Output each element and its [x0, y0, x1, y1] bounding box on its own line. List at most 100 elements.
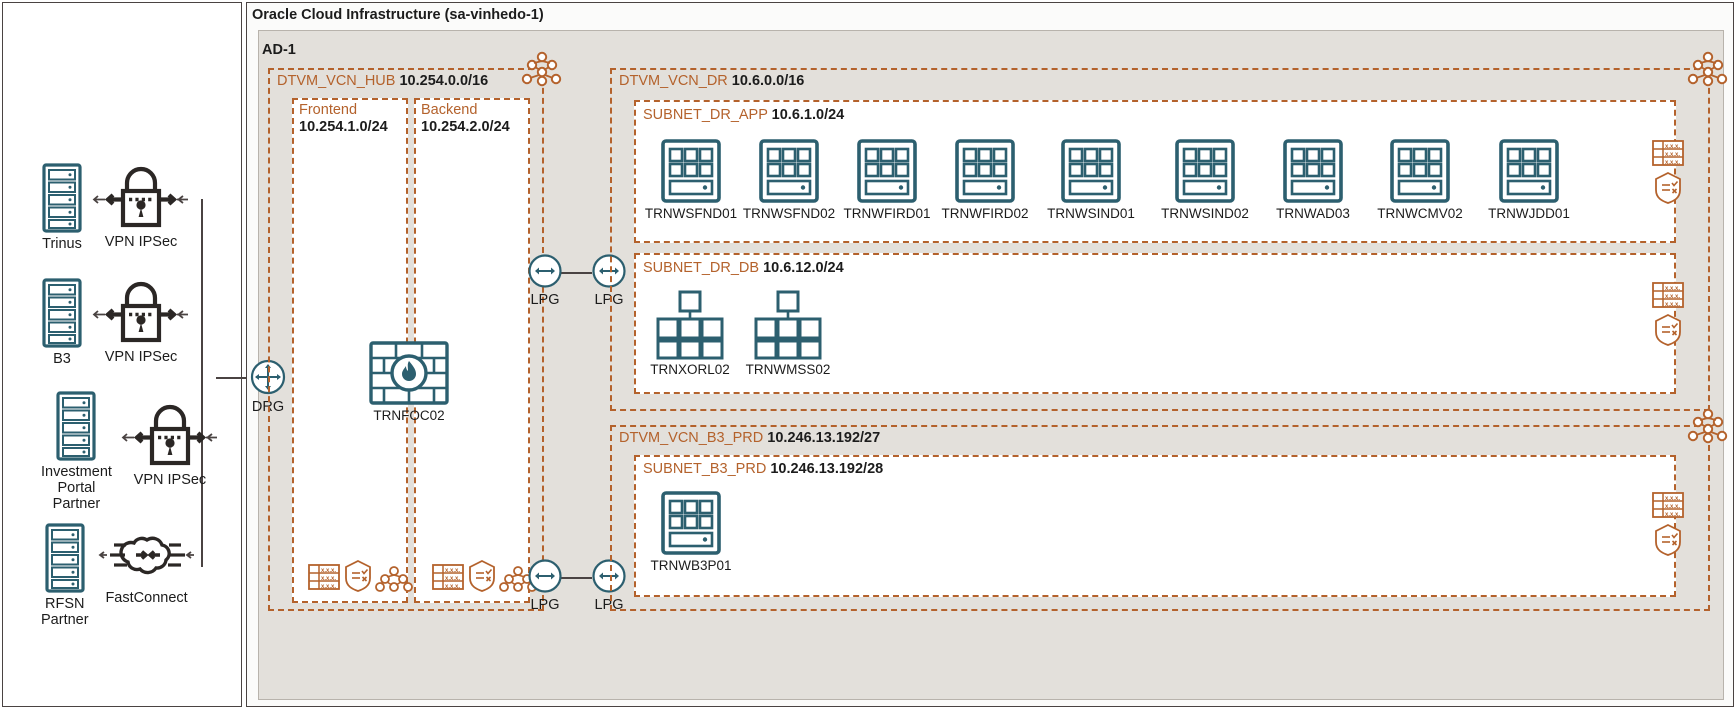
subnet-frontend-title: Frontend 10.254.1.0/24 [299, 102, 388, 137]
security-list-icon [1655, 523, 1681, 556]
partner-connection-trinus: VPN IPSec [92, 165, 189, 250]
db-instance: TRNWMSS02 [741, 288, 835, 377]
db-cluster-icon [656, 290, 724, 360]
route-table-icon: x.x.x. x.x.x. x.x.x. [1652, 492, 1684, 518]
lpg-icon [592, 254, 626, 288]
route-table-icon: x.x.x. x.x.x. x.x.x. [308, 564, 340, 590]
vm-instance-label: TRNWSFND01 [644, 206, 738, 221]
svg-text:x.x.x.: x.x.x. [1665, 302, 1680, 308]
lpg-icon [528, 254, 562, 288]
fastconnect-cloud-icon [98, 536, 194, 575]
vm-instance-icon [857, 139, 917, 203]
partner-connection-b3: VPN IPSec [92, 280, 189, 365]
lpg-node-hub-bottom: LPG [527, 558, 563, 613]
partner-row-investment-portal: Investment Portal Partner VPN IPSec [41, 391, 218, 513]
lpg-icon [528, 559, 562, 593]
vcn-b3-prd-box [610, 425, 1710, 611]
network-nodes-icon [499, 566, 537, 592]
network-nodes-icon [521, 51, 562, 87]
partner-row-rfsn: RFSN Partner FastConnect [41, 523, 195, 628]
partner-name-label: RFSN Partner [41, 596, 89, 629]
vm-instance: TRNWSFND02 [741, 138, 837, 221]
vcn-hub-corner-icon [521, 51, 562, 87]
vm-instance-icon [661, 491, 721, 555]
vm-instance-label: TRNWAD03 [1276, 206, 1350, 221]
subnet-b3-prd-side-icons: x.x.x. x.x.x. x.x.x. [1652, 490, 1684, 556]
partner-name-label: Investment Portal Partner [41, 464, 112, 513]
subnet-dr-db-name: SUBNET_DR_DB [643, 260, 760, 276]
svg-text:x.x.x.: x.x.x. [1665, 504, 1680, 510]
svg-text:x.x.x.: x.x.x. [1665, 144, 1680, 150]
svg-text:x.x.x.: x.x.x. [1665, 160, 1680, 166]
vm-instance-icon [1061, 139, 1121, 203]
db-instance-label: TRNXORL02 [650, 362, 730, 377]
vm-instance: TRNWAD03 [1263, 138, 1363, 221]
vm-instance: TRNWSIND01 [1035, 138, 1147, 221]
subnet-backend-name: Backend [421, 102, 478, 118]
vm-instance-icon [661, 139, 721, 203]
vcn-hub-cidr: 10.254.0.0/16 [399, 73, 489, 89]
partner-connection-label: VPN IPSec [133, 472, 207, 488]
network-nodes-icon [1687, 408, 1728, 444]
vcn-hub-title: DTVM_VCN_HUB 10.254.0.0/16 [277, 73, 488, 90]
vm-instance-label: TRNWFIRD01 [843, 206, 931, 221]
vm-instance-icon [1390, 139, 1450, 203]
partner-connection-rfsn: FastConnect [98, 531, 195, 606]
vm-instance-label: TRNWCMV02 [1377, 206, 1463, 221]
vm-instance-label: TRNWSIND01 [1047, 206, 1135, 221]
vcn-b3-prd-cidr: 10.246.13.192/27 [767, 430, 881, 446]
svg-text:x.x.x.: x.x.x. [1665, 496, 1680, 502]
subnet-dr-app-cidr: 10.6.1.0/24 [771, 107, 845, 123]
subnet-dr-db-side-icons: x.x.x. x.x.x. x.x.x. [1652, 280, 1684, 346]
lpg-label: LPG [594, 292, 624, 308]
vcn-hub-box [268, 68, 544, 611]
vcn-b3-prd-name: DTVM_VCN_B3_PRD [619, 430, 764, 446]
network-nodes-icon [1687, 51, 1728, 87]
server-rack-icon [42, 163, 82, 233]
svg-text:x.x.x.: x.x.x. [321, 584, 336, 590]
vm-instance-label: TRNWFIRD02 [941, 206, 1029, 221]
lpg-node-hub-top: LPG [527, 253, 563, 308]
firewall-label: TRNFOC02 [373, 408, 445, 423]
oci-region-title: Oracle Cloud Infrastructure (sa-vinhedo-… [252, 7, 544, 23]
subnet-dr-db-instances: TRNXORL02 [643, 288, 835, 377]
lpg-node-dr-top: LPG [591, 253, 627, 308]
db-instance: TRNXORL02 [643, 288, 737, 377]
vcn-dr-corner-icon [1687, 51, 1728, 87]
vm-instance-icon [1499, 139, 1559, 203]
svg-text:x.x.x.: x.x.x. [445, 576, 460, 582]
partner-row-trinus: Trinus VPN IPSec [41, 163, 189, 252]
network-nodes-icon [375, 566, 413, 592]
security-list-icon [345, 559, 371, 592]
svg-text:x.x.x.: x.x.x. [321, 568, 336, 574]
subnet-b3-prd-cidr: 10.246.13.192/28 [770, 461, 884, 477]
subnet-dr-db-cidr: 10.6.12.0/24 [763, 260, 844, 276]
on-premises-panel: Trinus VPN IPSec [2, 2, 242, 707]
partner-connection-label: VPN IPSec [104, 234, 178, 250]
security-list-icon [1655, 313, 1681, 346]
subnet-b3-prd-name: SUBNET_B3_PRD [643, 461, 767, 477]
vm-instance-icon [759, 139, 819, 203]
vpn-lock-icon [121, 404, 217, 466]
security-list-icon [1655, 171, 1681, 204]
server-rack-icon [56, 391, 97, 461]
route-table-icon: x.x.x. x.x.x. x.x.x. [432, 564, 464, 590]
vpn-lock-icon [92, 281, 188, 343]
vpn-lock-icon [92, 166, 188, 228]
vcn-b3-prd-corner-icon [1687, 408, 1728, 444]
subnet-dr-app-title: SUBNET_DR_APP 10.6.1.0/24 [643, 107, 844, 124]
vm-instance-label: TRNWSFND02 [742, 206, 836, 221]
vm-instance: TRNWCMV02 [1365, 138, 1475, 221]
vm-instance: TRNWB3P01 [643, 490, 739, 573]
svg-text:x.x.x.: x.x.x. [445, 568, 460, 574]
db-instance-label: TRNWMSS02 [745, 362, 831, 377]
vm-instance: TRNWSIND02 [1149, 138, 1261, 221]
lpg-label: LPG [530, 597, 560, 613]
subnet-frontend-name: Frontend [299, 102, 358, 118]
subnet-b3-prd-instances: TRNWB3P01 [643, 490, 739, 573]
availability-domain-label: AD-1 [262, 42, 296, 58]
vcn-dr-title: DTVM_VCN_DR 10.6.0.0/16 [619, 73, 804, 90]
route-table-icon: x.x.x. x.x.x. x.x.x. [1652, 282, 1684, 308]
vcn-dr-box [610, 68, 1710, 411]
